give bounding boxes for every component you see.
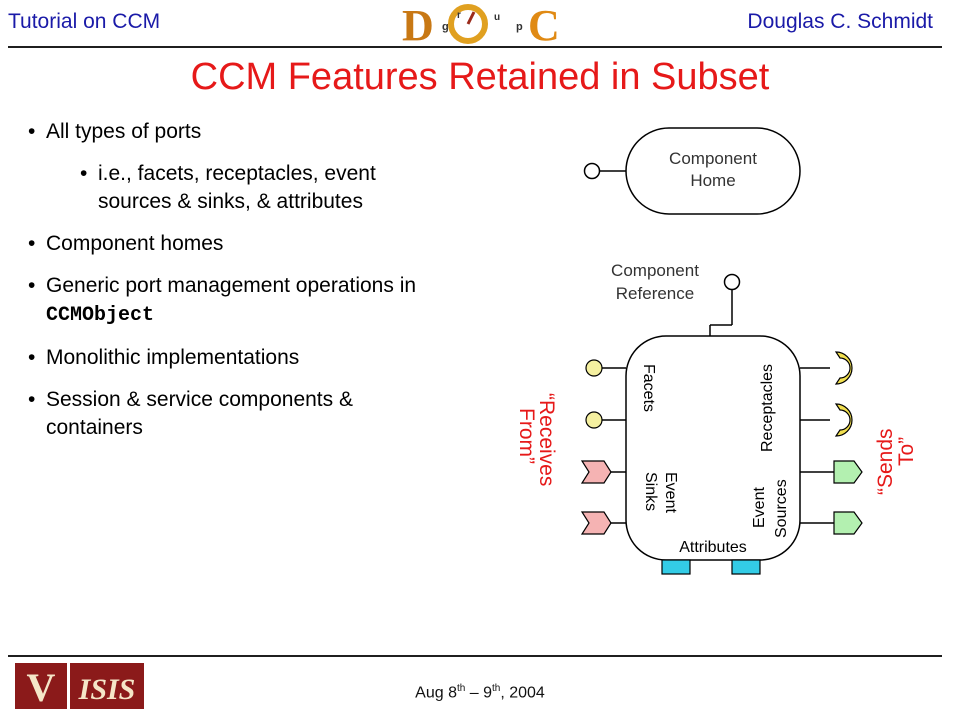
receives-label-2: From” xyxy=(515,408,538,464)
bullet-ports-detail: i.e., facets, receptacles, event sources… xyxy=(80,160,448,216)
receptacle-icon xyxy=(834,403,853,437)
bullet-generic: Generic port management operations in CC… xyxy=(28,272,448,330)
reference-label-1: Component xyxy=(611,261,699,280)
event-sinks-label-2: Sinks xyxy=(642,472,659,511)
reference-label-2: Reference xyxy=(616,284,694,303)
receptacle-icon xyxy=(834,351,853,385)
vanderbilt-logo-text: V xyxy=(27,665,56,709)
receptacles-label: Receptacles xyxy=(759,364,776,452)
sends-label-2: To” xyxy=(895,437,918,466)
attributes-label: Attributes xyxy=(679,539,747,556)
svg-text:g: g xyxy=(442,21,449,33)
bullet-homes: Component homes xyxy=(28,230,448,258)
bullet-session: Session & service components & container… xyxy=(28,386,448,442)
event-sink-icon xyxy=(580,460,612,484)
svg-text:u: u xyxy=(494,12,500,23)
header-right: Douglas C. Schmidt xyxy=(747,10,933,33)
facet-icon xyxy=(585,411,603,429)
svg-text:p: p xyxy=(516,21,523,33)
component-home-box xyxy=(625,127,801,215)
isis-logo-text: ISIS xyxy=(78,673,136,706)
bullet-monolithic: Monolithic implementations xyxy=(28,344,448,372)
svg-text:D: D xyxy=(402,2,434,46)
date-sup-1: th xyxy=(456,683,466,694)
event-sink-icon xyxy=(580,511,612,535)
date-part-2: – 9 xyxy=(465,684,492,702)
date-sup-2: th xyxy=(492,683,501,694)
bullet-list: All types of ports i.e., facets, recepta… xyxy=(28,118,448,442)
event-sinks-label-1: Event xyxy=(662,472,679,513)
facets-label: Facets xyxy=(640,364,657,412)
bullet-ports: All types of ports i.e., facets, recepta… xyxy=(28,118,448,216)
home-label-2: Home xyxy=(690,171,735,190)
event-source-icon xyxy=(833,460,863,484)
date-part-1: Aug 8 xyxy=(415,684,457,702)
svg-text:C: C xyxy=(528,2,560,46)
bullet-generic-code: CCMObject xyxy=(46,304,155,327)
receives-label-1: “Receives xyxy=(535,393,558,486)
header-rule xyxy=(8,46,942,48)
component-box xyxy=(625,335,801,561)
reference-interface-icon xyxy=(723,273,741,291)
header-left: Tutorial on CCM xyxy=(8,10,161,33)
svg-text:r: r xyxy=(457,10,461,21)
footer-date: Aug 8th – 9th, 2004 xyxy=(0,683,960,702)
home-label-1: Component xyxy=(669,149,757,168)
facet-icon xyxy=(585,359,603,377)
isis-logo: ISIS xyxy=(70,663,144,709)
home-interface-icon xyxy=(583,162,601,180)
event-source-icon xyxy=(833,511,863,535)
attribute-icon xyxy=(661,559,691,575)
component-diagram: Component Home Component Reference Facet… xyxy=(515,127,918,575)
bullet-ports-text: All types of ports xyxy=(46,120,202,143)
doc-group-logo: D C g r u p xyxy=(402,2,560,46)
bullet-generic-text: Generic port management operations in xyxy=(46,274,417,297)
slide-title: CCM Features Retained in Subset xyxy=(190,56,770,98)
event-sources-label-2: Sources xyxy=(773,479,790,538)
event-sources-label-1: Event xyxy=(751,487,768,528)
footer-rule xyxy=(8,655,942,657)
attribute-icon xyxy=(731,559,761,575)
date-part-3: , 2004 xyxy=(500,684,545,702)
vanderbilt-logo: V xyxy=(15,663,67,709)
sends-label-1: “Sends xyxy=(874,428,897,495)
